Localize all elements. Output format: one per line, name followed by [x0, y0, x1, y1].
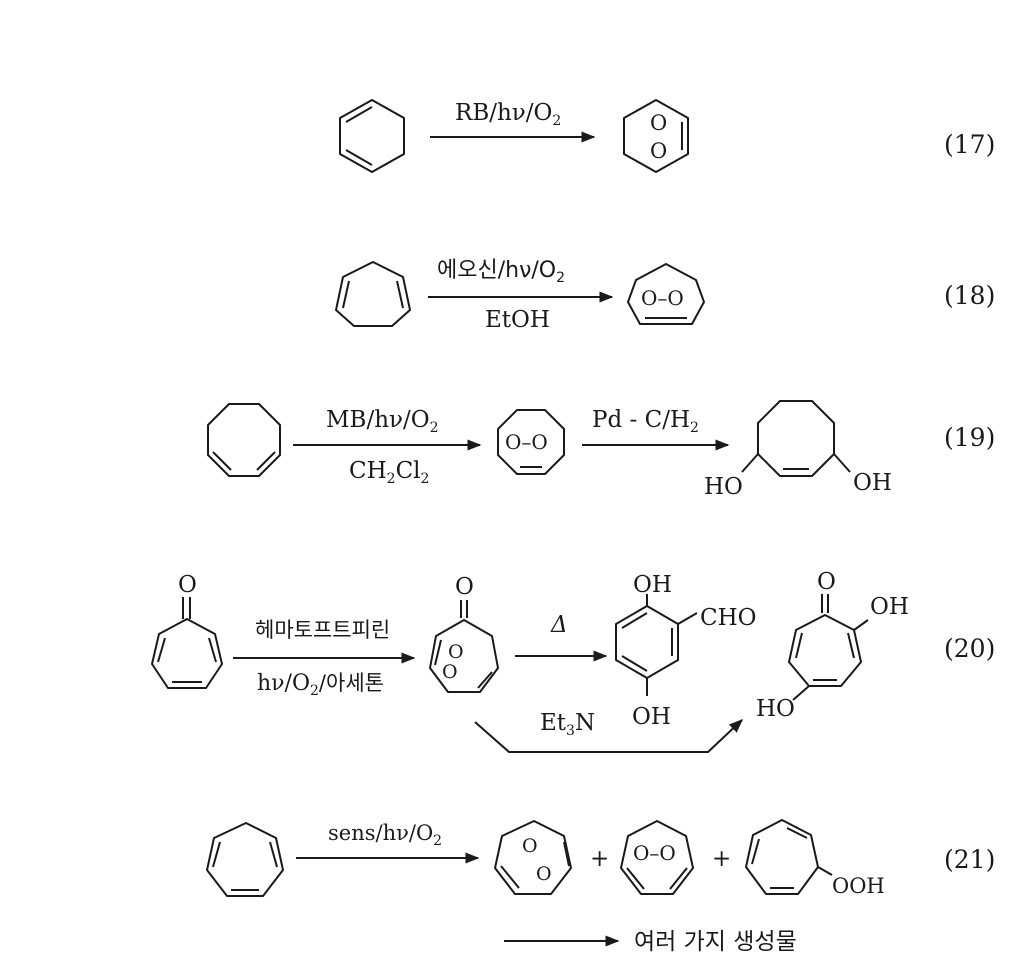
- svg-text:O: O: [522, 835, 538, 857]
- svg-text:O: O: [650, 111, 667, 135]
- tropone: O: [151, 572, 223, 689]
- plus-21a: +: [590, 846, 609, 872]
- arrow-20c: [474, 719, 744, 753]
- svg-text:OH: OH: [870, 594, 909, 620]
- dihydroxybenzaldehyde: OH CHO OH: [615, 572, 757, 730]
- reaction-18: 에오신/hν/O2 EtOH O–O (18): [335, 258, 995, 333]
- cycloheptatrienyl-hydroperoxide: OOH: [745, 819, 885, 898]
- heat-20: Δ: [550, 612, 568, 638]
- svg-text:O: O: [455, 574, 474, 600]
- cyclooctadiene: [207, 403, 281, 477]
- reaction-17: RB/hν/O2 O O (17): [339, 99, 995, 173]
- endoperoxide-20: O O O: [429, 574, 499, 693]
- reaction-21: sens/hν/O2 O O + O–O + OOH 여러 가지 생성물 (21…: [206, 819, 995, 955]
- svg-text:O: O: [448, 641, 464, 663]
- various-products-21: 여러 가지 생성물: [634, 929, 797, 955]
- equation-number-20: (20): [944, 634, 995, 663]
- endoperoxide-19: O–O: [497, 409, 565, 475]
- product-21a: O O: [494, 820, 572, 895]
- svg-text:O–O: O–O: [633, 841, 676, 865]
- reagent2-19: Pd - C/H2: [592, 407, 699, 436]
- svg-text:O–O: O–O: [641, 286, 684, 310]
- svg-text:HO: HO: [756, 696, 795, 722]
- plus-21b: +: [712, 846, 731, 872]
- svg-text:OH: OH: [632, 704, 671, 730]
- equation-number-21: (21): [944, 845, 995, 874]
- reagent-17: RB/hν/O2: [455, 100, 561, 129]
- equation-number-17: (17): [944, 130, 995, 159]
- reagent-19: MB/hν/O2: [326, 407, 439, 436]
- reaction-19: MB/hν/O2 CH2Cl2 O–O Pd - C/H2 HO OH (19): [207, 400, 995, 500]
- cycloheptatriene: [206, 822, 284, 897]
- cyclooctenediol: HO OH: [704, 400, 892, 500]
- reagent-20: 헤마토프트피린: [255, 618, 390, 642]
- reagent-18: 에오신/hν/O2: [437, 258, 565, 286]
- svg-text:CHO: CHO: [700, 605, 757, 631]
- svg-text:OOH: OOH: [832, 874, 885, 898]
- svg-text:O: O: [650, 139, 667, 163]
- svg-text:O–O: O–O: [505, 430, 548, 454]
- solvent-18: EtOH: [485, 307, 550, 333]
- cyclohexadiene: [339, 99, 405, 173]
- endoperoxide-18: O–O: [627, 263, 705, 325]
- svg-text:OH: OH: [633, 572, 672, 598]
- hydroxytropolone: O OH HO: [756, 569, 909, 722]
- svg-text:O: O: [178, 572, 197, 598]
- svg-text:O: O: [442, 661, 458, 683]
- base-20: Et3N: [540, 710, 595, 739]
- reagent-21: sens/hν/O2: [328, 821, 442, 849]
- solvent-19: CH2Cl2: [349, 458, 429, 487]
- product-21b: O–O: [620, 820, 694, 895]
- equation-number-18: (18): [944, 281, 995, 310]
- svg-text:O: O: [817, 569, 836, 595]
- cycloheptadiene: [335, 261, 411, 327]
- svg-text:HO: HO: [704, 474, 743, 500]
- svg-text:OH: OH: [853, 470, 892, 496]
- equation-number-19: (19): [944, 423, 995, 452]
- reaction-20: O 헤마토프트피린 hν/O2/아세톤 O O O Δ: [151, 569, 995, 753]
- endoperoxide-17: O O: [623, 99, 689, 173]
- svg-text:O: O: [536, 863, 552, 885]
- conditions-20: hν/O2/아세톤: [257, 671, 384, 699]
